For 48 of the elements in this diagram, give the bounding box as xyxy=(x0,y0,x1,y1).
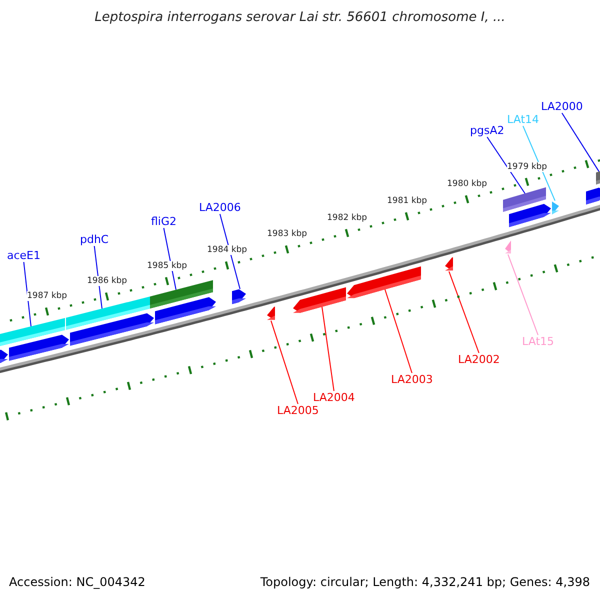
gene-feature xyxy=(445,257,453,271)
gene-label: LA2002 xyxy=(458,353,500,366)
gene-feature xyxy=(155,297,216,324)
gene-feature xyxy=(347,266,421,298)
gene-feature xyxy=(0,350,8,364)
gene-feature xyxy=(552,202,559,215)
gene-feature xyxy=(9,334,69,361)
gene-label: LA2004 xyxy=(313,391,355,404)
tick-label: 1982 kbp xyxy=(327,213,368,224)
gene-label: pgsA2 xyxy=(470,124,504,137)
gene-label: LA2006 xyxy=(199,201,241,214)
leader-line xyxy=(270,320,298,404)
tick-label: 1980 kbp xyxy=(447,179,488,190)
gene-label: LAt15 xyxy=(522,335,554,348)
genome-summary-text: Topology: circular; Length: 4,332,241 bp; Genes: 4,398 xyxy=(260,575,590,589)
leader-line xyxy=(23,262,32,327)
tick-label: 1983 kbp xyxy=(267,229,308,240)
gene-feature xyxy=(267,306,275,320)
gene-label: LA2003 xyxy=(391,373,433,386)
gene-feature xyxy=(586,188,600,204)
accession-text: Accession: NC_004342 xyxy=(9,575,146,589)
gene-label: LA2000 xyxy=(541,100,583,113)
tick-label: 1979 kbp xyxy=(507,162,548,172)
chart-title: Leptospira interrogans serovar Lai str. 56601 chromosome I, ... xyxy=(94,10,506,26)
leader-line xyxy=(448,270,480,354)
tick-label: 1987 kbp xyxy=(27,291,68,302)
gene-feature xyxy=(232,289,246,304)
leader-line xyxy=(508,254,539,336)
leader-line xyxy=(322,306,334,392)
leader-line xyxy=(486,136,526,194)
leader-line xyxy=(561,112,600,172)
gene-feature xyxy=(293,287,346,313)
gene-label: LA2005 xyxy=(277,404,319,417)
gene-feature xyxy=(509,204,551,228)
leader-line xyxy=(384,288,412,374)
tick-label: 1984 kbp xyxy=(207,245,248,256)
leader-line xyxy=(219,214,240,290)
tick-label: 1985 kbp xyxy=(147,261,188,272)
gene-label: LAt14 xyxy=(507,113,540,126)
gene-label: fliG2 xyxy=(151,215,177,228)
leader-line xyxy=(522,126,556,202)
gene-label: aceE1 xyxy=(7,249,41,262)
gene-feature xyxy=(505,240,511,254)
gene-feature xyxy=(70,313,154,346)
tick-label: 1981 kbp xyxy=(387,196,428,206)
gene-label: pdhC xyxy=(80,233,109,246)
gene-bar xyxy=(596,170,600,184)
tick-label: 1986 kbp xyxy=(87,276,128,286)
